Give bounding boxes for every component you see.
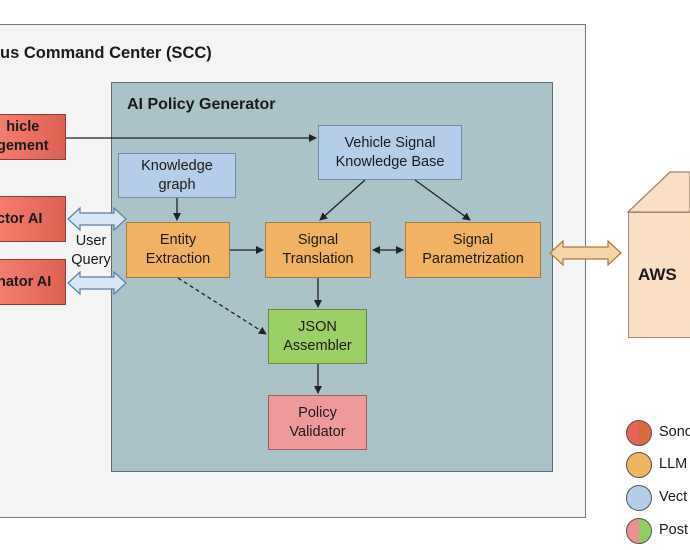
signal-parametrization-node: Signal Parametrization bbox=[405, 222, 541, 278]
aws-block bbox=[628, 212, 690, 338]
arrow-kb-to-translation bbox=[319, 179, 366, 221]
ai-policy-generator-title: AI Policy Generator bbox=[127, 96, 276, 113]
legend-swatch bbox=[626, 518, 652, 544]
knowledge-graph-node: Knowledge graph bbox=[118, 153, 236, 198]
double-arrow-param-aws bbox=[549, 239, 622, 267]
legend-label: Post bbox=[659, 522, 689, 538]
user-query-label: User Query bbox=[71, 233, 111, 268]
policy-validator-node: Policy Validator bbox=[268, 395, 367, 450]
knowledge-graph-label: Knowledge graph bbox=[141, 157, 213, 193]
legend-label: Vect bbox=[659, 489, 688, 505]
legend-swatch bbox=[626, 420, 652, 446]
double-arrow-actor-entity bbox=[67, 206, 127, 232]
vehicle-signal-kb-label: Vehicle Signal Knowledge Base bbox=[335, 134, 445, 170]
entity-extraction-node: Entity Extraction bbox=[126, 222, 230, 278]
nator-ai-label: nator AI bbox=[0, 273, 52, 290]
actor-ai-block: ctor AI bbox=[0, 196, 66, 242]
signal-translation-node: Signal Translation bbox=[265, 222, 371, 278]
vehicle-management-label: hicle gement bbox=[0, 119, 49, 154]
policy-validator-label: Policy Validator bbox=[289, 404, 346, 440]
legend-swatch bbox=[626, 452, 652, 478]
entity-extraction-label: Entity Extraction bbox=[145, 232, 211, 267]
arrow-kb-to-parametrization bbox=[414, 179, 471, 221]
vehicle-signal-kb-node: Vehicle Signal Knowledge Base bbox=[318, 125, 462, 180]
nator-ai-block: nator AI bbox=[0, 259, 66, 305]
scc-title: us Command Center (SCC) bbox=[0, 44, 212, 62]
legend-label: Sono bbox=[659, 424, 690, 440]
actor-ai-label: ctor AI bbox=[0, 210, 43, 227]
vehicle-management-block: hicle gement bbox=[0, 114, 66, 160]
legend-swatch bbox=[626, 485, 652, 511]
json-assembler-label: JSON Assembler bbox=[283, 318, 352, 354]
signal-parametrization-label: Signal Parametrization bbox=[422, 232, 524, 267]
double-arrow-nator-entity bbox=[67, 270, 127, 296]
arrow-entity-to-json-dashed bbox=[177, 277, 267, 335]
json-assembler-node: JSON Assembler bbox=[268, 309, 367, 364]
legend-label: LLM bbox=[659, 456, 688, 472]
signal-translation-label: Signal Translation bbox=[282, 232, 354, 267]
aws-label: AWS bbox=[638, 265, 677, 284]
